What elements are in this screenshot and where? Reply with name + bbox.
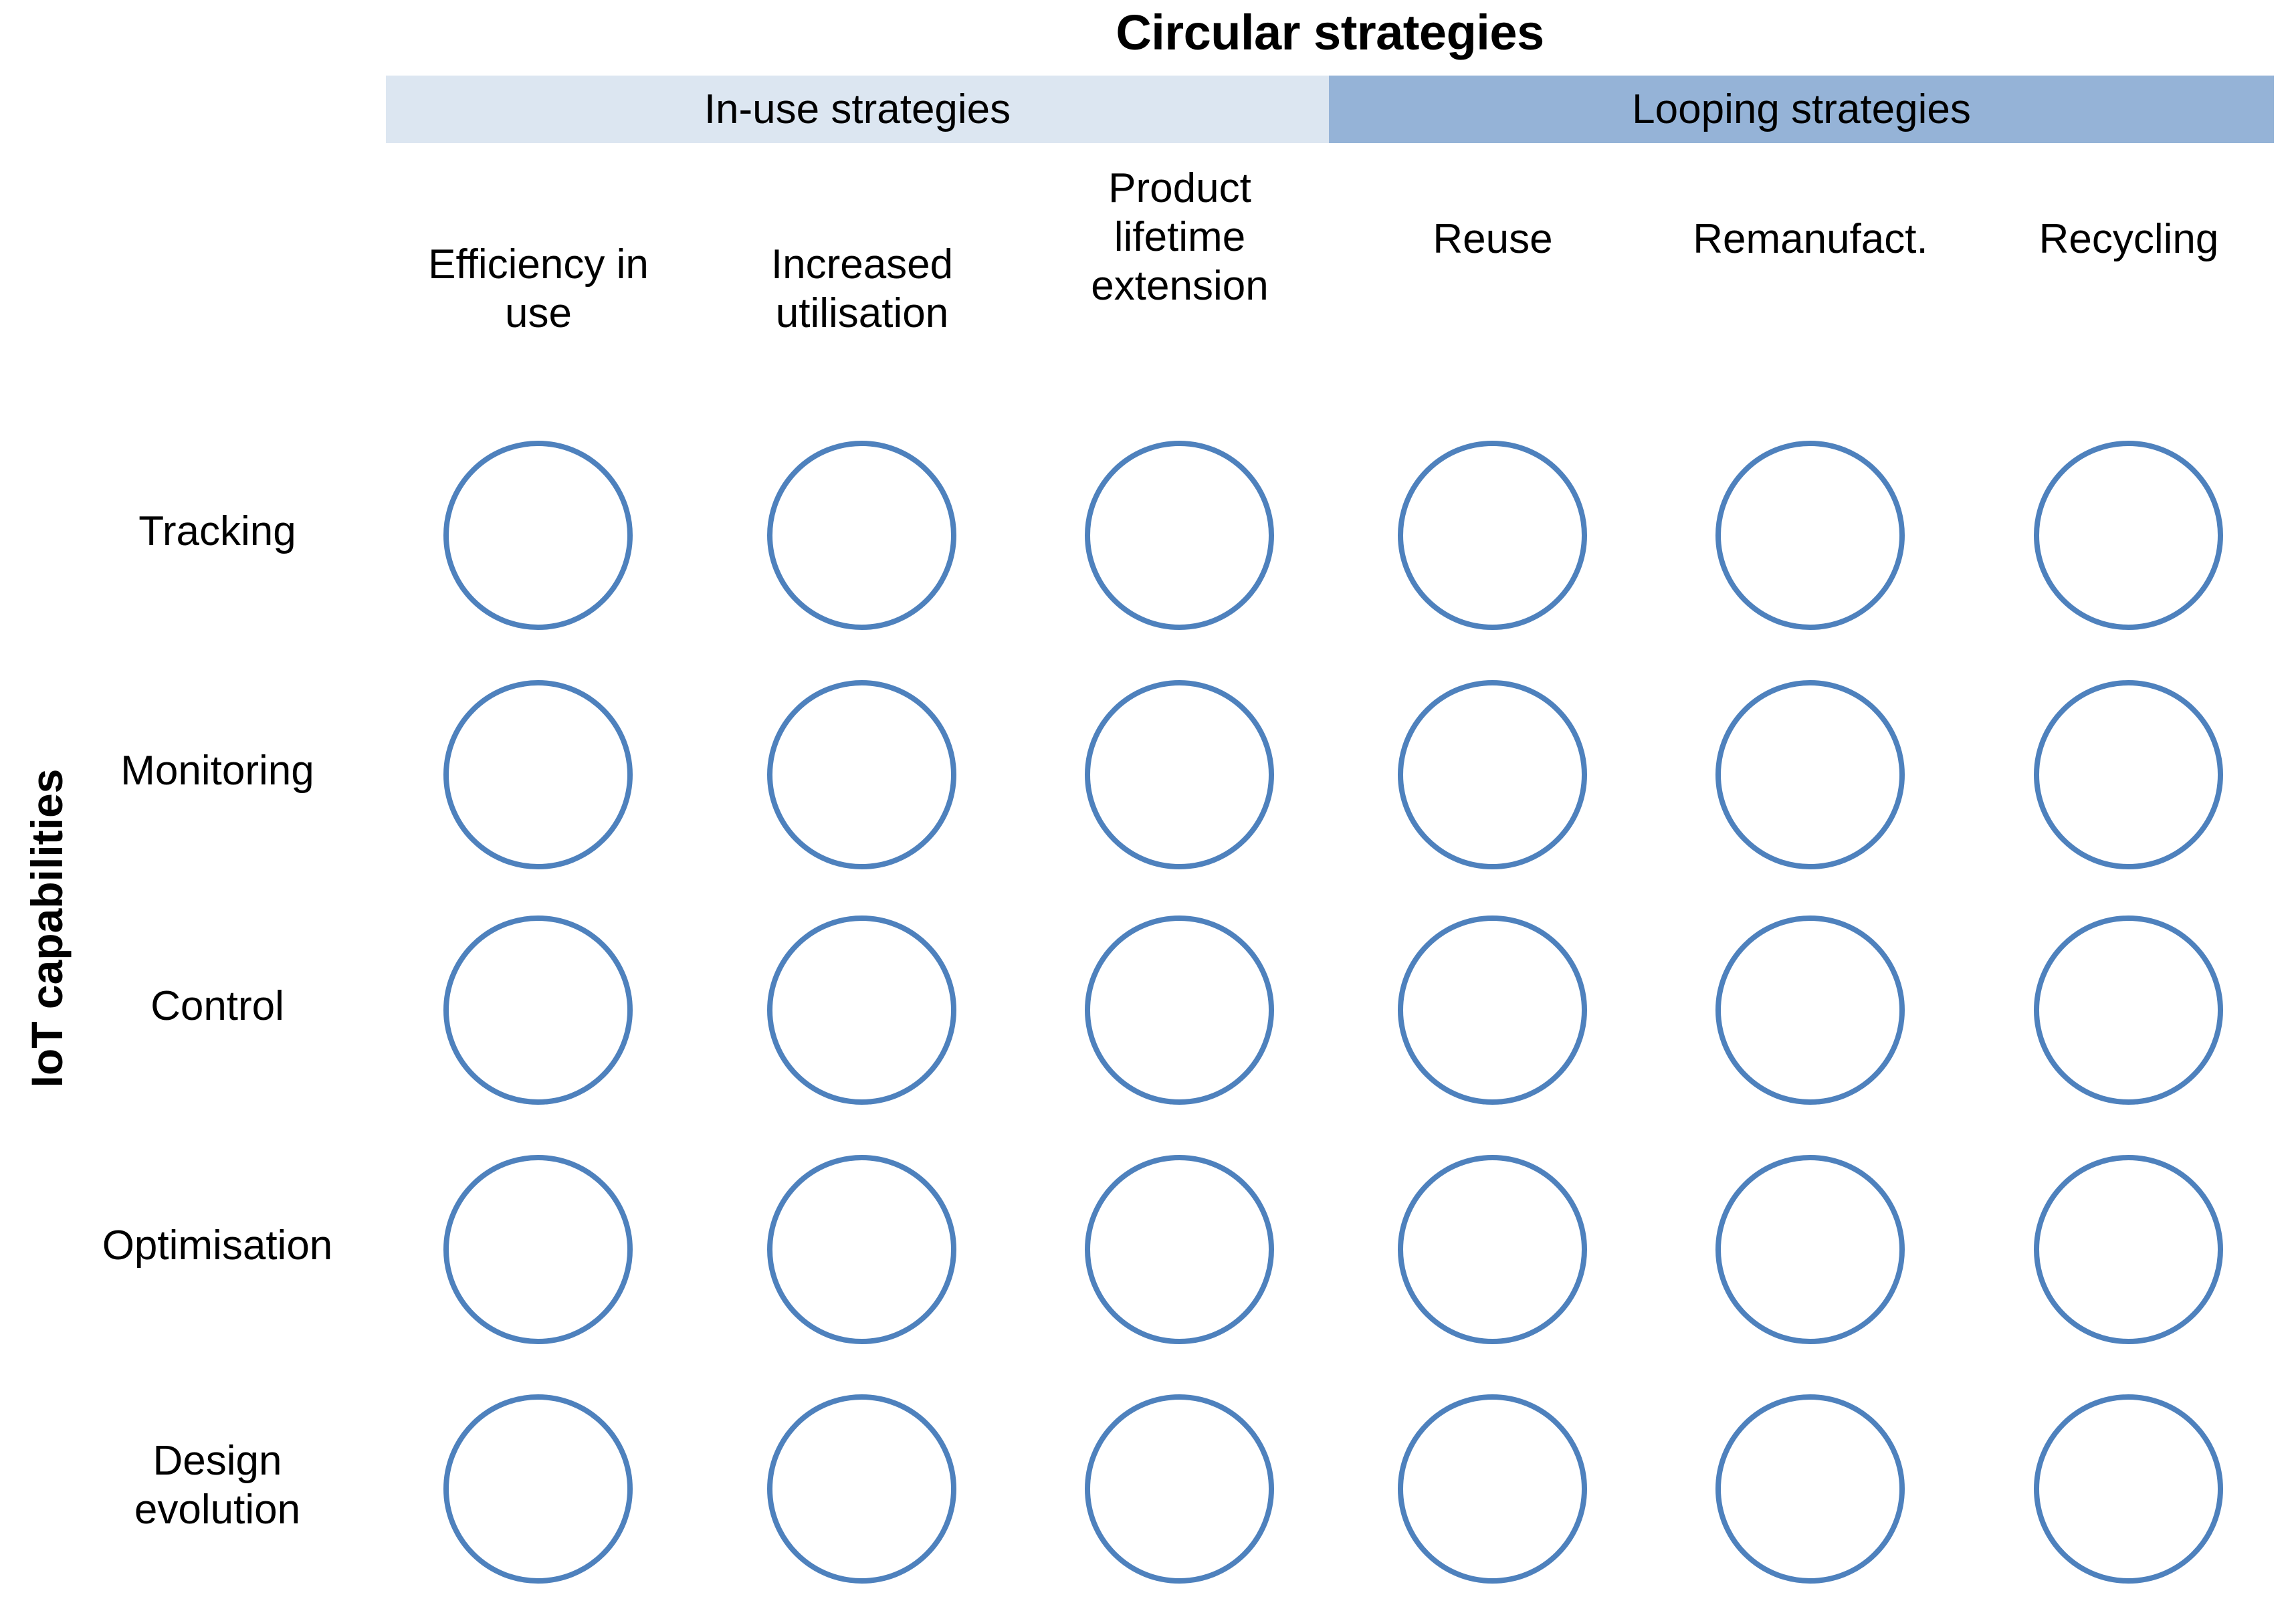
row-label-design-evolution: Design evolution (54, 1436, 381, 1534)
column-header-line: Increased (770, 241, 954, 288)
row-label-line: Control (150, 983, 284, 1029)
group-band-in-use-strategies: In-use strategies (386, 76, 1329, 143)
column-header-line: extension (1091, 263, 1269, 310)
column-header-line: Remanufact. (1693, 216, 1928, 262)
column-header-row: Efficiency in use Increased utilisation … (0, 164, 2296, 378)
row-label-line: evolution (134, 1487, 301, 1533)
cell-circle[interactable] (1085, 916, 1274, 1105)
group-band-looping-strategies: Looping strategies (1329, 76, 2274, 143)
cell-circle[interactable] (1398, 1394, 1587, 1584)
row-label-monitoring: Monitoring (54, 746, 381, 795)
cell-circle[interactable] (767, 916, 956, 1105)
column-header-reuse: Reuse (1359, 215, 1627, 263)
column-header-efficiency-in-use: Efficiency in use (405, 240, 672, 338)
cell-circle[interactable] (1715, 916, 1905, 1105)
row-label-tracking: Tracking (54, 507, 381, 556)
cell-circle[interactable] (2034, 1155, 2223, 1344)
column-header-line: use (505, 290, 572, 337)
row-label-line: Optimisation (102, 1222, 333, 1269)
column-header-increased-utilisation: Increased utilisation (728, 240, 996, 338)
cell-circle[interactable] (2034, 680, 2223, 869)
cell-circle[interactable] (1715, 1155, 1905, 1344)
row-label-optimisation: Optimisation (54, 1221, 381, 1270)
cell-circle[interactable] (1398, 916, 1587, 1105)
column-header-line: utilisation (775, 290, 949, 337)
cell-circle[interactable] (443, 680, 633, 869)
column-header-remanufact: Remanufact. (1677, 215, 1944, 263)
cell-circle[interactable] (1715, 441, 1905, 630)
cell-circle[interactable] (1398, 680, 1587, 869)
cell-circle[interactable] (443, 916, 633, 1105)
cell-circle[interactable] (767, 441, 956, 630)
row-label-line: Design (152, 1438, 282, 1484)
row-label-line: Tracking (138, 508, 296, 554)
group-band-label: Looping strategies (1632, 86, 1971, 132)
group-band-label: In-use strategies (704, 86, 1011, 132)
row-label-control: Control (54, 982, 381, 1031)
cell-circle[interactable] (443, 441, 633, 630)
cell-circle[interactable] (767, 1394, 956, 1584)
column-header-line: Efficiency in (428, 241, 649, 288)
cell-circle[interactable] (1715, 680, 1905, 869)
cell-circle[interactable] (767, 1155, 956, 1344)
cell-circle[interactable] (2034, 441, 2223, 630)
cell-circle[interactable] (1085, 1394, 1274, 1584)
cell-circle[interactable] (443, 1155, 633, 1344)
cell-circle[interactable] (1085, 680, 1274, 869)
row-label-line: Monitoring (120, 748, 314, 794)
column-header-product-lifetime-extension: Product lifetime extension (1046, 164, 1314, 310)
column-header-recycling: Recycling (1995, 215, 2263, 263)
page-title: Circular strategies (1116, 5, 1544, 60)
cell-circle[interactable] (1398, 441, 1587, 630)
cell-circle[interactable] (1085, 1155, 1274, 1344)
cell-circle[interactable] (443, 1394, 633, 1584)
column-header-line: Recycling (2039, 216, 2219, 262)
column-header-line: Reuse (1433, 216, 1553, 262)
cell-circle[interactable] (2034, 1394, 2223, 1584)
column-header-line: Product (1108, 165, 1251, 211)
column-header-line: lifetime (1114, 214, 1246, 261)
cell-circle[interactable] (1085, 441, 1274, 630)
cell-circle[interactable] (1398, 1155, 1587, 1344)
cell-circle[interactable] (1715, 1394, 1905, 1584)
cell-circle[interactable] (2034, 916, 2223, 1105)
cell-circle[interactable] (767, 680, 956, 869)
